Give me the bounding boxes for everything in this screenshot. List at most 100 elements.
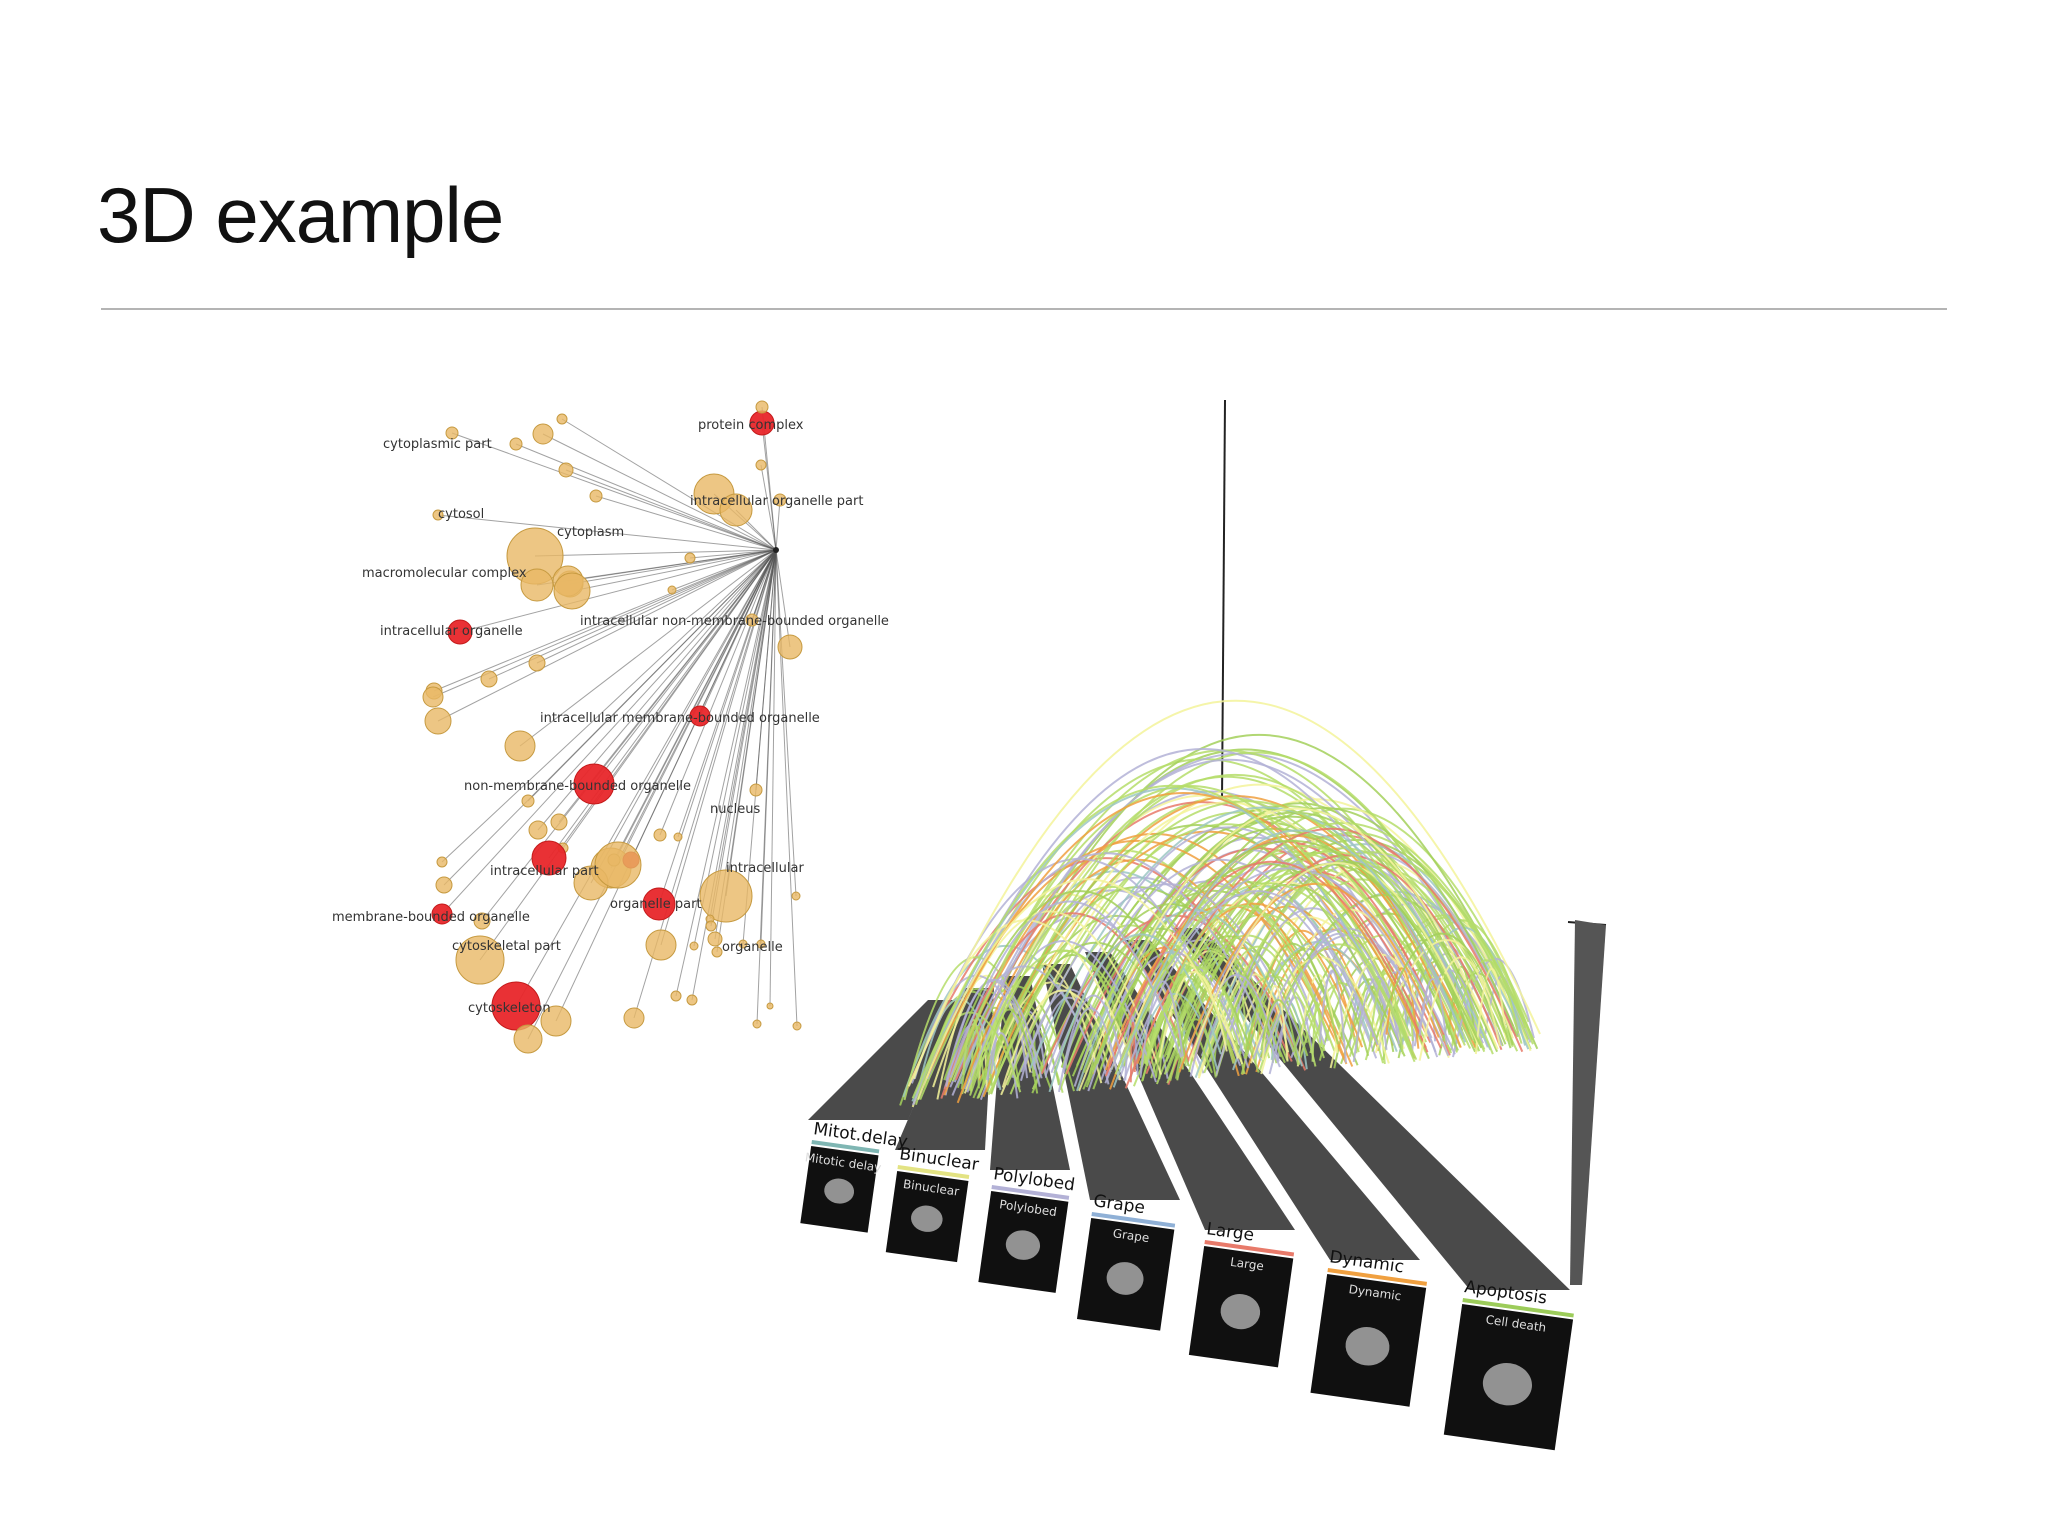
network-node [528, 820, 548, 840]
network-node [424, 707, 452, 735]
network-edge [515, 549, 777, 1007]
network-edge [775, 549, 798, 1027]
arc-link [1078, 807, 1499, 1092]
arc-link [917, 878, 1244, 1101]
network-edge [441, 549, 777, 863]
arc-link [1139, 980, 1184, 1078]
arc-link [945, 978, 1043, 1081]
cell-image [1345, 1326, 1390, 1366]
network-node [792, 1021, 802, 1031]
arc-link [1260, 999, 1299, 1065]
arc-link [1252, 927, 1439, 1060]
network-edge [561, 418, 777, 551]
network-node [719, 493, 753, 527]
network-label: cytoplasm [557, 525, 624, 540]
network-label: cytoskeleton [468, 1001, 551, 1016]
network-edge [675, 549, 777, 997]
network-node [689, 941, 699, 951]
network-edge [542, 433, 777, 551]
network-node [752, 1019, 762, 1029]
arc-link [1178, 883, 1440, 1073]
network-node [528, 654, 546, 672]
network-label: intracellular organelle [380, 624, 523, 639]
network-node [521, 794, 535, 808]
arc-link [971, 949, 1149, 1081]
network-edge [613, 549, 777, 861]
arc-link [967, 733, 1526, 1081]
arc-link [1048, 933, 1222, 1093]
network-node [540, 1005, 572, 1037]
lane-sublabel: Large [1229, 1255, 1264, 1274]
network-edge [548, 549, 777, 859]
network-node [756, 939, 766, 949]
arc-link [1112, 829, 1467, 1088]
network-node [445, 426, 459, 440]
network-node [707, 931, 723, 947]
network-node [738, 939, 748, 949]
cell-image [1005, 1230, 1041, 1260]
arc-link [1474, 967, 1508, 1055]
arc-link [1371, 932, 1512, 1052]
network-edge [479, 549, 777, 961]
arc-link [911, 784, 1418, 1099]
arc-link [1139, 821, 1535, 1069]
arc-link [1243, 942, 1339, 1059]
arc-link [1020, 883, 1306, 1073]
network-node [749, 783, 763, 797]
network-node [745, 613, 759, 627]
network-edge [710, 549, 777, 927]
network-node [556, 413, 568, 425]
network-node-highlight [431, 903, 453, 925]
arc-link [1318, 969, 1347, 1063]
network-label: organelle part [610, 897, 702, 912]
arc-link [962, 1018, 985, 1084]
arc-link [981, 1008, 1039, 1094]
lane-color-bar [1327, 1268, 1428, 1286]
network-node [480, 670, 498, 688]
network-label: non-membrane-bounded organelle [464, 779, 691, 794]
network-node [504, 730, 536, 762]
network-label: macromolecular complex [362, 566, 527, 581]
arc-link [1058, 994, 1125, 1093]
network-label: nucleus [710, 802, 760, 817]
network-node [532, 423, 554, 445]
network-edge [536, 549, 777, 664]
arc-link [945, 749, 1484, 1087]
arc-link [1418, 978, 1448, 1046]
arc-link [1450, 959, 1520, 1051]
network-edge [527, 549, 777, 1040]
network-label: membrane-bounded organelle [332, 910, 530, 925]
network-edge [555, 549, 777, 1022]
arc-link [1188, 862, 1480, 1061]
arc-link [1155, 850, 1494, 1085]
network-edge [437, 514, 777, 551]
network-label: intracellular part [490, 864, 599, 879]
network-edge [451, 432, 777, 551]
network-edge [590, 549, 777, 884]
network-node [773, 493, 787, 507]
arc-link [1082, 839, 1483, 1090]
arc-link [972, 824, 1406, 1099]
network-edge [769, 549, 777, 1007]
network-edge [567, 549, 777, 582]
network-label: intracellular organelle part [690, 494, 863, 509]
title-divider [101, 308, 1947, 310]
network-node [791, 891, 801, 901]
arc-link [1104, 862, 1450, 1084]
network-node [553, 572, 591, 610]
arc-link [919, 758, 1466, 1100]
network-node [432, 509, 444, 521]
arc-link [956, 859, 1296, 1104]
network-hub [773, 547, 779, 553]
network-edge [515, 443, 777, 551]
arc-link [949, 752, 1506, 1088]
network-node-highlight [531, 840, 567, 876]
network-node [513, 1024, 543, 1054]
network-edge [760, 549, 777, 945]
network-label: intracellular membrane-bounded organelle [540, 711, 820, 726]
arc-link [915, 1011, 1022, 1105]
